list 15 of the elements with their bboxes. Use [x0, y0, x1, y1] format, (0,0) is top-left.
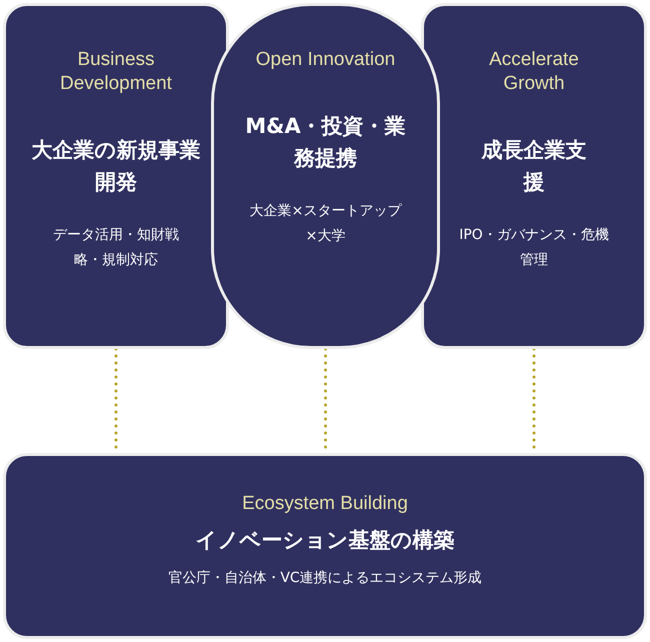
card-description: 大企業×スタートアップ×大学: [248, 202, 403, 246]
card-title: 成長企業支援: [480, 136, 588, 196]
category-card: [421, 3, 647, 349]
category-card: [3, 453, 647, 639]
card-heading: Business Development: [59, 48, 173, 96]
card-heading: Accelerate Growth: [488, 48, 580, 96]
card-title: 大企業の新規事業開発: [31, 136, 201, 196]
card-heading: Open Innovation: [256, 48, 396, 72]
category-card: [3, 3, 229, 349]
card-heading: Ecosystem Building: [242, 492, 408, 516]
card-description: 官公庁・自治体・VC連携によるエコシステム形成: [168, 569, 482, 588]
card-description: データ活用・知財戦略・規制対応: [52, 226, 180, 270]
card-title: イノベーション基盤の構築: [196, 526, 454, 554]
card-title: M&A・投資・業務提携: [244, 112, 407, 172]
card-description: IPO・ガバナンス・危機管理: [459, 226, 609, 270]
